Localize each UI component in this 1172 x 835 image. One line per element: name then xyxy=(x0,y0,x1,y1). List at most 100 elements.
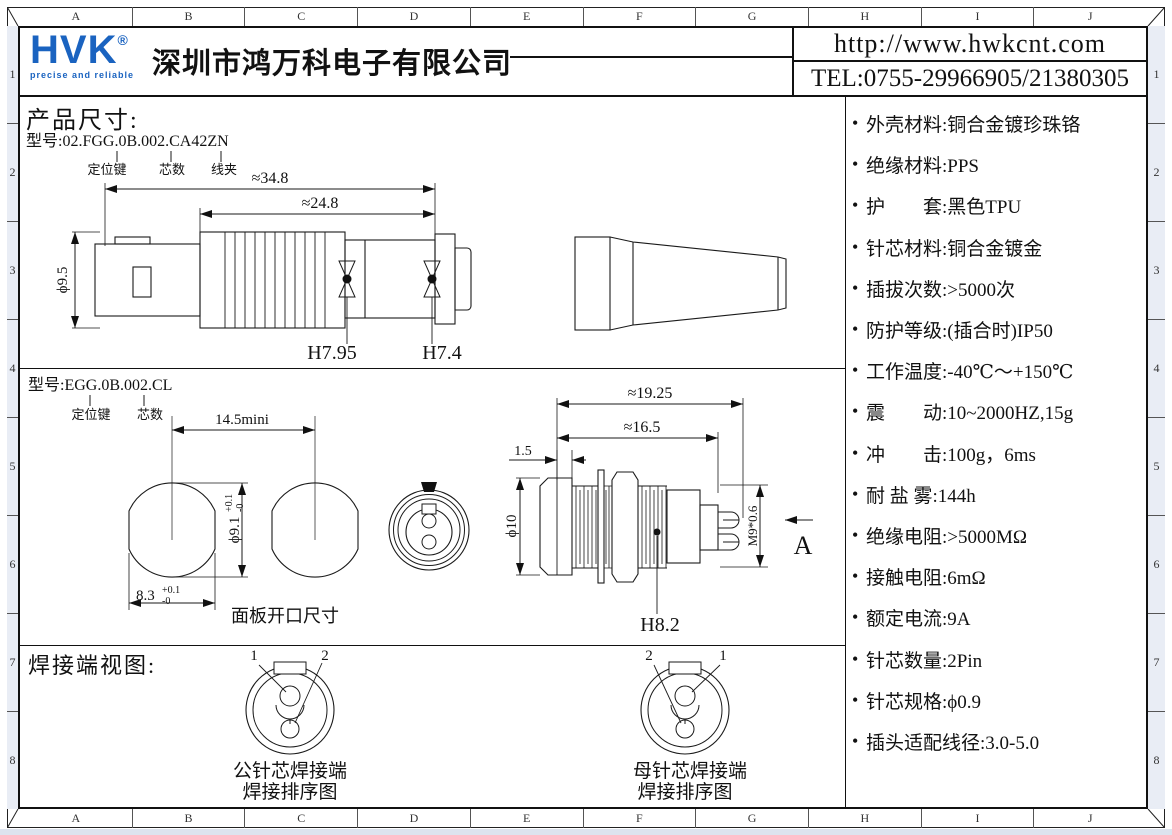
spec-item: 外壳材料:铜合金镀珍珠铬 xyxy=(846,103,1146,144)
divider xyxy=(20,368,845,369)
socket-outline xyxy=(539,469,740,584)
spec-item: 防护等级:(插合时)IP50 xyxy=(846,309,1146,350)
ruler-col: I xyxy=(920,7,1034,26)
ruler-col: D xyxy=(357,809,470,828)
ruler-col: J xyxy=(1033,7,1146,26)
section-title-solder-view: 焊接端视图: xyxy=(28,653,156,678)
spec-panel: 外壳材料:铜合金镀珍珠铬 绝缘材料:PPS 护 套:黑色TPU 针芯材料:铜合金… xyxy=(845,95,1146,807)
ruler-row: 6 xyxy=(1148,515,1165,613)
receptacle-model: 型号:EGG.0B.002.CL xyxy=(28,376,172,394)
ruler-col: E xyxy=(469,809,583,828)
dim-socket-diameter: ϕ10 xyxy=(504,515,520,538)
svg-text:+0.1: +0.1 xyxy=(162,585,180,596)
dim-body-diameter: ϕ9.5 xyxy=(55,267,71,294)
ruler-col: F xyxy=(582,809,696,828)
dim-socket-lip: 1.5 xyxy=(514,444,532,459)
ruler-row: 2 xyxy=(7,123,18,221)
divider xyxy=(20,645,845,646)
ruler-row: 1 xyxy=(1153,67,1160,81)
ruler-left: 1 2 3 4 5 6 7 8 xyxy=(7,26,18,809)
spec-item: 工作温度:-40℃～+150℃ xyxy=(846,350,1146,391)
plug-model-block: 型号:02.FGG.0B.002.CA42ZN 定位键 芯数 线夹 xyxy=(26,132,237,177)
ruler-col: H xyxy=(807,7,921,26)
ruler-row: 4 xyxy=(7,319,18,417)
male-solder-view: 1 2 公针芯焊接端 焊接排序图 xyxy=(233,648,347,803)
dim-front-length: ≈24.8 xyxy=(302,195,339,212)
ruler-right: 1 2 3 4 5 6 7 8 xyxy=(1148,26,1165,809)
spec-item: 接触电阻:6mΩ xyxy=(846,556,1146,597)
spec-item: 护 套:黑色TPU xyxy=(846,185,1146,226)
plug-model: 型号:02.FGG.0B.002.CA42ZN xyxy=(26,132,229,150)
company-name: 深圳市鸿万科电子有限公司 xyxy=(152,48,513,80)
dim-cutout-flat: 8.3 +0.1 -0 xyxy=(136,585,180,607)
ruler-row: 1 xyxy=(9,67,16,81)
panel-cutout: 14.5mini ϕ9.1 +0.1 -0 8.3 +0.1 -0 xyxy=(128,412,359,626)
ruler-row: 2 xyxy=(1148,123,1165,221)
title-block: HVK® precise and reliable 深圳市鸿万科电子有限公司 h… xyxy=(20,28,1146,97)
spec-item: 绝缘电阻:>5000MΩ xyxy=(846,515,1146,556)
male-caption-line1: 公针芯焊接端 xyxy=(233,760,347,782)
page-margin xyxy=(0,829,1172,835)
spec-item: 针芯规格:ϕ0.9 xyxy=(846,680,1146,721)
svg-text:-0: -0 xyxy=(162,596,170,607)
view-label-a: A xyxy=(794,531,813,560)
female-caption-line1: 母针芯焊接端 xyxy=(633,760,747,782)
svg-text:+0.1: +0.1 xyxy=(224,494,235,512)
ruler-col: C xyxy=(244,7,357,26)
ruler-row: 6 xyxy=(7,515,18,613)
boot-outline xyxy=(574,236,787,331)
spec-item: 插头适配线径:3.0-5.0 xyxy=(846,721,1146,762)
pin-number: 2 xyxy=(321,648,329,664)
ruler-col: E xyxy=(469,7,583,26)
ruler-col: B xyxy=(131,809,245,828)
pin-number: 2 xyxy=(645,648,653,664)
ruler-col: J xyxy=(1033,809,1146,828)
ruler-col: G xyxy=(695,7,808,26)
ruler-top: A B C D E F G H I J xyxy=(20,7,1146,26)
plug-outline xyxy=(94,231,472,329)
svg-text:ϕ9.1: ϕ9.1 xyxy=(227,517,243,544)
ruler-col: A xyxy=(71,811,81,825)
ruler-col: F xyxy=(582,7,696,26)
ruler-row: 7 xyxy=(7,613,18,711)
plug-drawing: 型号:02.FGG.0B.002.CA42ZN 定位键 芯数 线夹 ≈34.8 … xyxy=(26,132,787,364)
spec-item: 针芯材料:铜合金镀金 xyxy=(846,227,1146,268)
telephone: TEL:0755-29966905/21380305 xyxy=(810,65,1130,92)
dim-cutout-spacing: 14.5mini xyxy=(215,412,269,428)
ruler-col: B xyxy=(131,7,245,26)
marker-h82: H8.2 xyxy=(640,614,679,636)
ruler-row: 3 xyxy=(1148,221,1165,319)
registered-trademark-icon: ® xyxy=(117,32,128,48)
male-caption-line2: 焊接排序图 xyxy=(242,781,337,803)
spec-item: 插拔次数:>5000次 xyxy=(846,268,1146,309)
ruler-col: H xyxy=(807,809,921,828)
ruler-row: 5 xyxy=(7,417,18,515)
ruler-row: 3 xyxy=(7,221,18,319)
dim-socket-total: ≈19.25 xyxy=(628,385,673,402)
spec-item: 额定电流:9A xyxy=(846,597,1146,638)
spec-item: 针芯数量:2Pin xyxy=(846,638,1146,679)
ruler-col: I xyxy=(920,809,1034,828)
callout-contacts: 芯数 xyxy=(159,162,185,177)
svg-text:-0: -0 xyxy=(235,504,246,512)
divider xyxy=(792,28,794,95)
pin-number: 1 xyxy=(250,648,258,664)
ruler-col: G xyxy=(695,809,808,828)
socket-dimensions: ≈19.25 ≈16.5 1.5 ϕ10 M9*0.6 xyxy=(504,385,813,636)
website-url: http://www.hwkcnt.com xyxy=(794,28,1146,62)
dim-socket-thread-spec: M9*0.6 xyxy=(745,505,760,546)
plug-release-markers: H7.95 H7.4 xyxy=(307,260,462,364)
dim-cutout-diameter: ϕ9.1 +0.1 -0 xyxy=(224,494,246,543)
solder-view-drawing: 焊接端视图: 1 2 公针芯焊接端 焊接排序图 xyxy=(28,648,747,803)
spec-item: 耐 盐 雾:144h xyxy=(846,474,1146,515)
logo-tagline: precise and reliable xyxy=(30,70,135,80)
spec-item: 震 动:10~2000HZ,15g xyxy=(846,391,1146,432)
dim-total-length: ≈34.8 xyxy=(252,170,289,187)
ruler-row: 4 xyxy=(1148,319,1165,417)
spec-item: 绝缘材料:PPS xyxy=(846,144,1146,185)
svg-text:M9*0.6: M9*0.6 xyxy=(745,505,760,546)
svg-text:ϕ10: ϕ10 xyxy=(504,515,520,538)
sheet-content: HVK® precise and reliable 深圳市鸿万科电子有限公司 h… xyxy=(18,26,1148,809)
marker-h795: H7.95 xyxy=(307,342,356,364)
